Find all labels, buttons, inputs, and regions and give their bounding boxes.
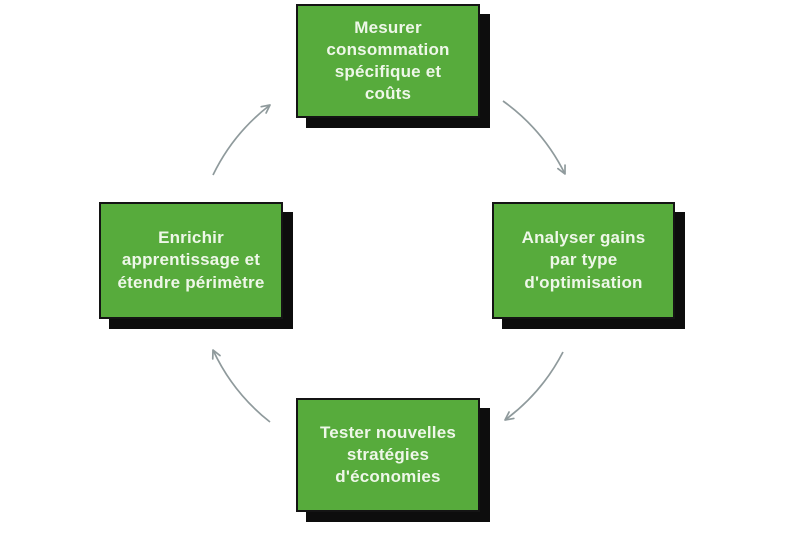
step-box-measure: Mesurer consommation spécifique et coûts	[296, 4, 480, 118]
step-box-test: Tester nouvelles stratégies d'économies	[296, 398, 480, 512]
step-box-enrich: Enrichir apprentissage et étendre périmè…	[99, 202, 283, 319]
arrow-right-to-bottom-icon	[504, 351, 564, 421]
step-label-enrich: Enrichir apprentissage et étendre périmè…	[117, 228, 265, 292]
step-label-measure: Mesurer consommation spécifique et coûts	[326, 17, 450, 104]
arrow-left-to-top-icon	[212, 104, 271, 176]
step-box-analyse: Analyser gains par type d'optimisation	[492, 202, 675, 319]
step-label-analyse: Analyser gains par type d'optimisation	[521, 228, 646, 292]
arrow-bottom-to-left-icon	[211, 349, 271, 423]
arrow-top-to-right-icon	[502, 100, 566, 175]
step-label-test: Tester nouvelles stratégies d'économies	[319, 422, 457, 487]
